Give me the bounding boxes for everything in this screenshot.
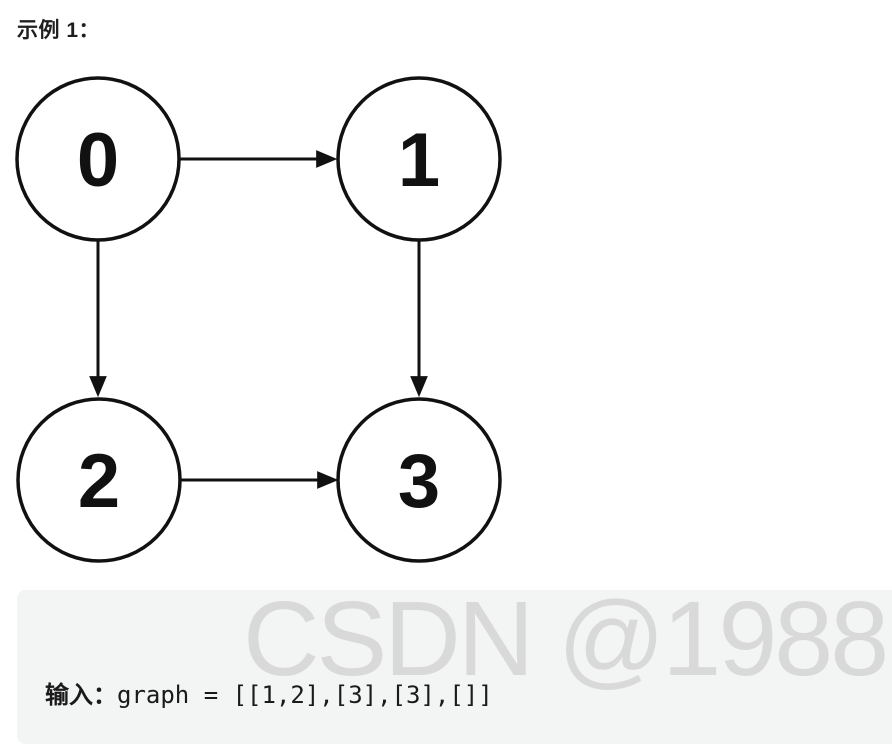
example-io-block: CSDN @1988i 输入：graph = [[1,2],[3],[3],[]… [17,590,892,744]
graph-node-3: 3 [336,397,502,563]
node-1-label: 1 [398,118,440,203]
node-3-label: 3 [398,439,440,524]
input-value: graph = [[1,2],[3],[3],[]] [117,681,493,709]
node-0-circle [15,76,181,242]
node-0-label: 0 [77,118,119,203]
node-1-circle [336,76,502,242]
input-label: 输入： [45,681,117,709]
input-line: 输入：graph = [[1,2],[3],[3],[]] [45,677,892,713]
node-2-circle [16,397,182,563]
example-title: 示例 1： [17,19,101,42]
example-io-text: 输入：graph = [[1,2],[3],[3],[]] 输出：[[0,1,3… [17,590,892,744]
node-2-label: 2 [78,439,120,524]
graph-node-0: 0 [15,76,181,242]
graph-node-1: 1 [336,76,502,242]
csdn-watermark: CSDN @1988i [243,590,892,698]
node-3-circle [336,397,502,563]
graph-diagram: 0 1 2 3 [15,76,502,563]
graph-node-2: 2 [16,397,182,563]
